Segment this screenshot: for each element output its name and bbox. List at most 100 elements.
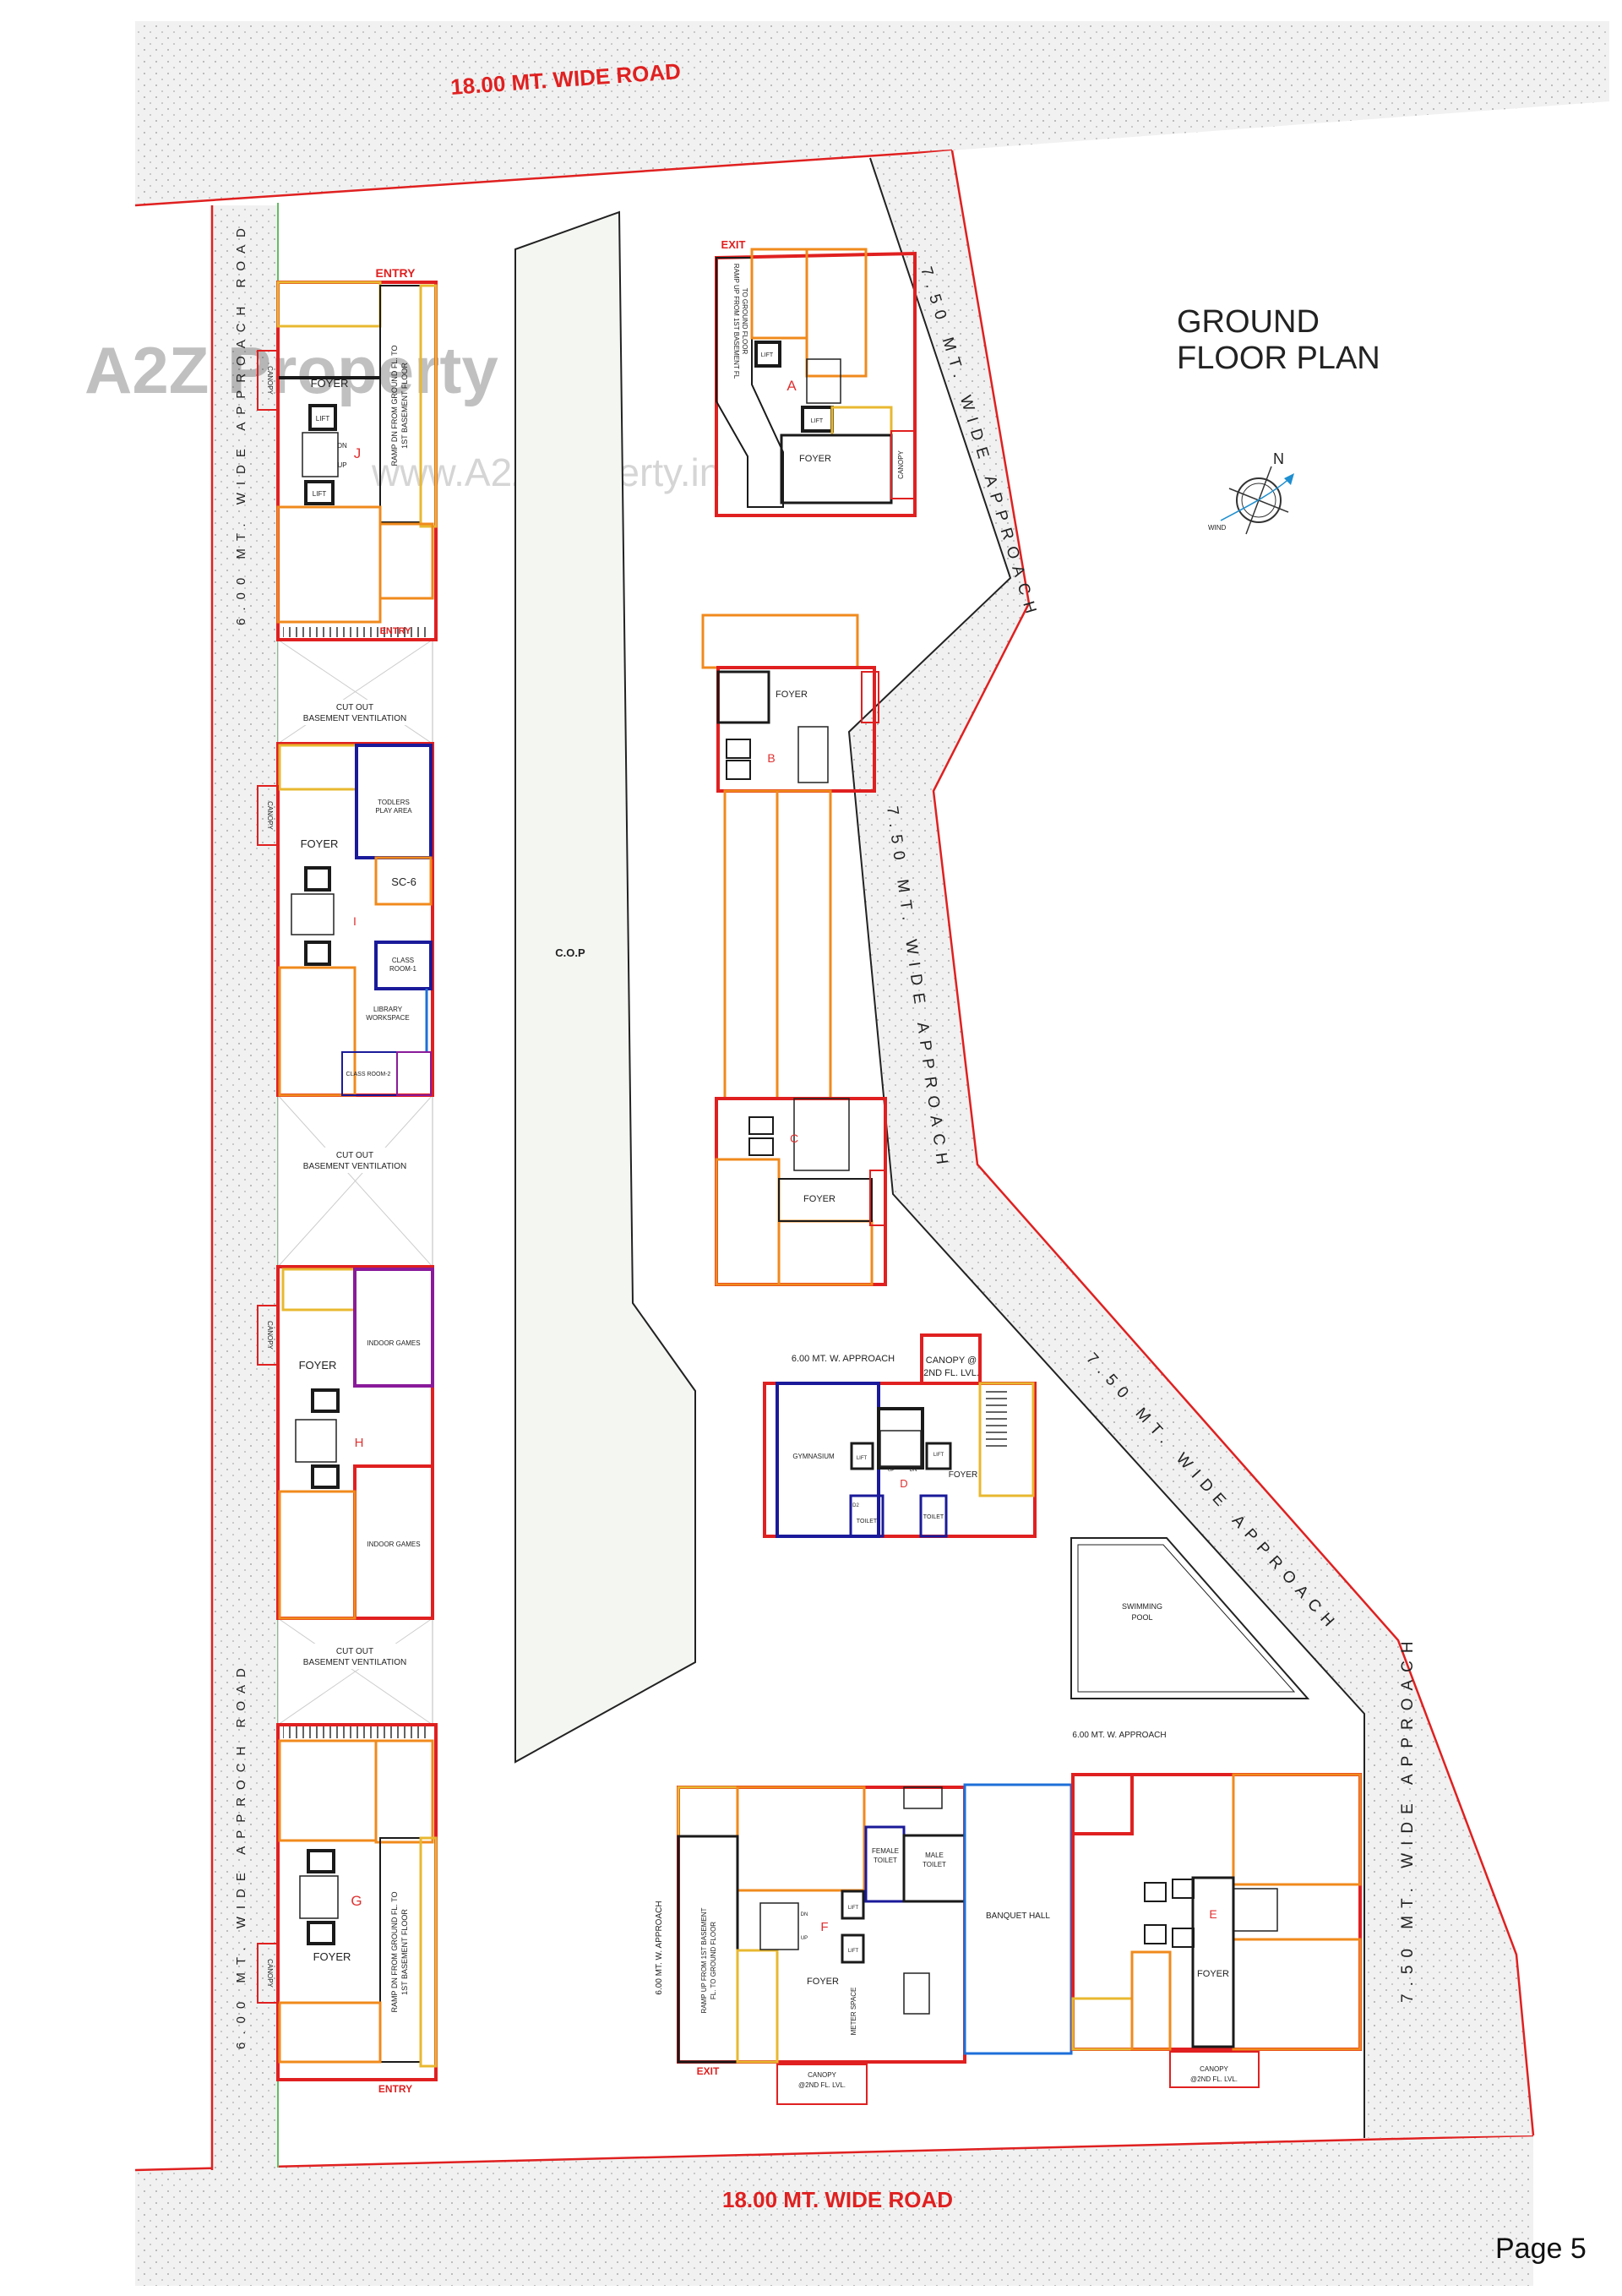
- left-approach-label-2: 6.00 MT. WIDE APPROCH ROAD: [234, 1661, 248, 2049]
- ramp-label: TO GROUND FLOOR: [741, 288, 748, 355]
- block-letter: B: [767, 751, 775, 765]
- cutout-1: CUT OUT BASEMENT VENTILATION: [277, 639, 433, 744]
- inner-approach-label: 6.00 MT. W. APPROACH: [1072, 1731, 1166, 1740]
- block-letter: A: [787, 378, 797, 394]
- class-room-1-label: CLASS: [392, 957, 414, 964]
- block-letter: H: [355, 1436, 364, 1450]
- gymnasium-label: GYMNASIUM: [792, 1453, 835, 1460]
- block-letter: D: [900, 1477, 907, 1490]
- ramp-label: RAMP DN FROM GROUND FL. TO: [390, 345, 399, 466]
- cutout-3: CUT OUT BASEMENT VENTILATION: [277, 1617, 433, 1726]
- left-approach-label-1: 6.00 MT. WIDE APPROACH ROAD: [234, 221, 248, 625]
- sc-6-label: SC-6: [391, 875, 416, 888]
- canopy-label: CANOPY: [266, 1321, 274, 1350]
- cutout-label: CUT OUT: [336, 1647, 373, 1656]
- block-c: C FOYER: [715, 1097, 887, 1286]
- indoor-games-label: INDOOR GAMES: [367, 1339, 420, 1347]
- exit-label: EXIT: [721, 238, 746, 251]
- meter-space-label: METER SPACE: [850, 1988, 857, 2036]
- inner-approach-label: 6.00 MT. W. APPROACH: [792, 1354, 895, 1364]
- cutout-label: BASEMENT VENTILATION: [303, 714, 406, 723]
- block-letter: F: [820, 1920, 828, 1934]
- exit-label: EXIT: [697, 2065, 720, 2077]
- block-g: CANOPY FOYER G RAMP DN FROM GROUND FL. T…: [257, 1723, 438, 2095]
- foyer-label: FOYER: [313, 1950, 351, 1963]
- foyer-label: FOYER: [299, 1359, 337, 1372]
- ramp-label: RAMP UP FROM 1ST BASEMENT: [700, 1907, 708, 2013]
- canopy-label: 2ND FL. LVL.: [923, 1368, 979, 1378]
- cutout-2: CUT OUT BASEMENT VENTILATION: [277, 1094, 433, 1268]
- bottom-road-label: 18.00 MT. WIDE ROAD: [722, 2187, 953, 2212]
- block-a: EXIT CANOPY RAMP UP FROM 1ST BASEMENT FL…: [715, 238, 917, 517]
- ramp-label: RAMP UP FROM 1ST BASEMENT FL: [732, 264, 740, 379]
- library-label: LIBRARY: [373, 1006, 403, 1013]
- lift-label: LIFT: [316, 415, 330, 423]
- wind-arrow-icon: [1220, 477, 1292, 521]
- page-number: Page 5: [1495, 2233, 1587, 2265]
- toilet-label: TOILET: [857, 1519, 878, 1524]
- foyer-label: FOYER: [807, 1977, 839, 1987]
- canopy-label: @2ND FL. LVL.: [798, 2081, 846, 2089]
- foyer-label: FOYER: [803, 1194, 835, 1204]
- foyer-label: FOYER: [301, 837, 339, 850]
- block-i: CANOPY FOYER I TODLERS PLAY AREA SC-6 CL…: [257, 742, 434, 1097]
- block-letter: G: [351, 1893, 362, 1909]
- todlers-play-area-label: PLAY AREA: [375, 807, 412, 815]
- female-toilet-label: FEMALE: [872, 1847, 899, 1855]
- canopy-label: @2ND FL. LVL.: [1190, 2075, 1238, 2083]
- cutout-label: BASEMENT VENTILATION: [303, 1658, 406, 1667]
- right-approach-road: 7.50 MT. WIDE APPROACH 7.50 MT. WIDE APP…: [847, 150, 1535, 2138]
- ramp-label: 1ST BASEMENT FLOOR: [400, 1909, 409, 1995]
- cop-area: C.O.P: [514, 210, 696, 1764]
- canopy-label: CANOPY: [266, 801, 274, 830]
- library-label: WORKSPACE: [366, 1014, 409, 1022]
- banquet-hall-label: BANQUET HALL: [986, 1912, 1050, 1921]
- cutout-label: CUT OUT: [336, 703, 373, 712]
- canopy-label: CANOPY: [266, 366, 274, 395]
- cop-label: C.O.P: [555, 946, 585, 959]
- foyer-label: FOYER: [776, 690, 808, 700]
- right-approach-label-4: 7.50 MT. WIDE APPROACH: [1399, 1633, 1417, 2003]
- inner-approach-label: 6.00 MT. W. APPROACH: [655, 1901, 664, 1994]
- stair-up-label: UP: [801, 1936, 808, 1941]
- canopy-label: CANOPY: [897, 450, 905, 478]
- stair-dn-label: DN: [337, 442, 347, 450]
- canopy-label: CANOPY @: [926, 1355, 977, 1366]
- ramp-label: 1ST BASEMENT FLOOR: [400, 363, 409, 449]
- swimming-pool: SWIMMING POOL: [1070, 1537, 1310, 1699]
- compass-wind-label: WIND: [1208, 524, 1227, 532]
- canopy-label: CANOPY: [808, 2071, 836, 2079]
- block-letter: C: [790, 1132, 798, 1145]
- stair-dn-label: DN: [801, 1912, 808, 1917]
- toilet-label: TOILET: [923, 1514, 944, 1520]
- pool-label: SWIMMING: [1122, 1602, 1162, 1611]
- male-toilet-label: MALE: [925, 1852, 944, 1859]
- canopy-label: CANOPY: [1200, 2065, 1228, 2073]
- stair-up-label: UP: [888, 1468, 895, 1473]
- cutout-label: BASEMENT VENTILATION: [303, 1162, 406, 1171]
- stair-up-label: UP: [337, 461, 346, 469]
- plan-title-line2: FLOOR PLAN: [1177, 341, 1380, 376]
- indoor-games-label: INDOOR GAMES: [367, 1541, 420, 1548]
- foyer-label: FOYER: [949, 1470, 977, 1480]
- block-e: 6.00 MT. W. APPROACH E FOYER CANOPY @2ND…: [1071, 1731, 1362, 2088]
- lift-label: LIFT: [848, 1949, 859, 1954]
- block-letter: I: [353, 914, 357, 928]
- left-approach-road: 6.00 MT. WIDE APPROACH ROAD 6.00 MT. WID…: [210, 203, 279, 2170]
- class-room-2-label: CLASS ROOM-2: [346, 1072, 391, 1077]
- ramp-label: RAMP DN FROM GROUND FL. TO: [390, 1891, 399, 2012]
- watermark-logo: A2Z Property: [84, 333, 498, 407]
- entry-label: ENTRY: [378, 2083, 412, 2095]
- female-toilet-label: TOILET: [874, 1857, 897, 1864]
- entry-label: ENTRY: [380, 626, 412, 636]
- block-h: CANOPY FOYER H INDOOR GAMES INDOOR GAMES: [257, 1265, 434, 1620]
- cutout-label: CUT OUT: [336, 1151, 373, 1160]
- block-f: EXIT RAMP UP FROM 1ST BASEMENT FL. TO GR…: [655, 1786, 966, 2105]
- block-j: ENTRY CANOPY FOYER LIFT LIFT DN UP J RAM…: [257, 266, 438, 641]
- foyer-label: FOYER: [311, 377, 349, 390]
- stair-dn-label: DN: [910, 1468, 917, 1473]
- lift-label: LIFT: [857, 1456, 868, 1461]
- male-toilet-label: TOILET: [923, 1861, 946, 1868]
